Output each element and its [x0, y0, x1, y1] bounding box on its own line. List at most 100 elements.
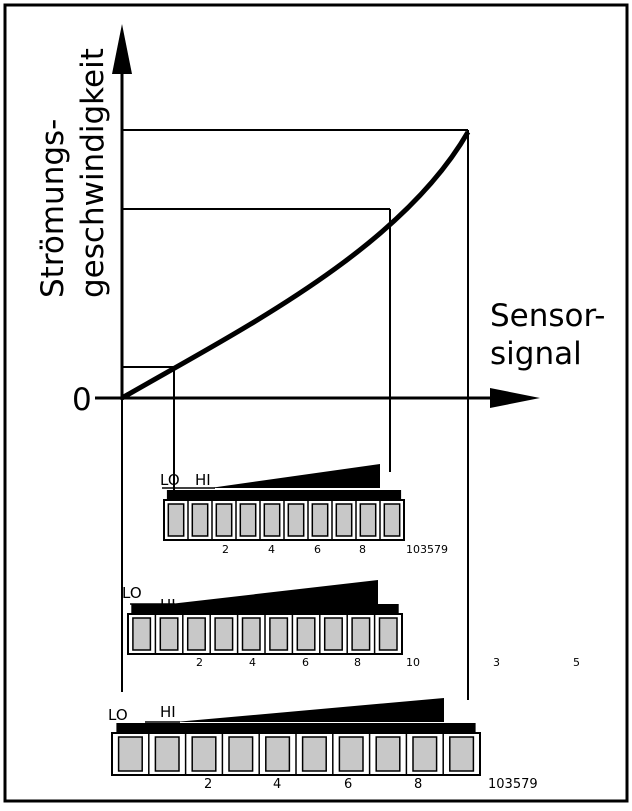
frame	[3, 3, 629, 803]
switch1-top-bar	[168, 490, 398, 499]
switch3-position-1	[117, 736, 143, 772]
switch1-wedge	[210, 464, 380, 488]
switch3-position-9	[412, 736, 438, 772]
y-label-line1: Strömungs-	[35, 119, 71, 298]
switch1-position-9	[359, 503, 377, 537]
origin-label: 0	[72, 382, 92, 418]
switch2-tab-6	[268, 604, 290, 613]
switch1-tab-7	[310, 490, 330, 499]
switch2-position-8	[323, 617, 343, 651]
switch1-position-10	[383, 503, 401, 537]
switch1-position-3	[215, 503, 233, 537]
switch3-hi-label: HI	[160, 703, 176, 721]
switch1-lo-label: LO	[160, 471, 180, 489]
switch3-tab-2	[153, 723, 182, 732]
switch3-tab-4	[226, 723, 255, 732]
y-axis-arrow	[112, 24, 132, 74]
switch2-position-5	[241, 617, 261, 651]
switch2-num-4: 4	[249, 656, 256, 669]
switch3-position-10	[449, 736, 475, 772]
switch3-num-6: 6	[344, 777, 352, 792]
switch3-position-3	[191, 736, 217, 772]
dip-switch-3: LO HI 2 4 6 8 103579	[108, 698, 538, 792]
switch3-lo-label: LO	[108, 706, 128, 724]
switch3-tab-3	[190, 723, 218, 732]
switch2-tab-10	[377, 604, 399, 613]
switch1-tab-9	[358, 490, 378, 499]
switch1-position-1	[167, 503, 185, 537]
switch1-position-5	[263, 503, 281, 537]
switch1-position-6	[287, 503, 305, 537]
x-axis-arrow	[490, 388, 540, 408]
switch1-num-4: 4	[268, 543, 275, 556]
switch1-tab-5	[262, 490, 282, 499]
switch1-position-2	[191, 503, 209, 537]
switch3-num-2: 2	[204, 777, 212, 792]
switch1-position-7	[311, 503, 329, 537]
x-label-line1: Sensor-	[490, 298, 605, 334]
switch3-position-7	[338, 736, 364, 772]
switch1-tab-10	[382, 490, 402, 499]
switch1-position-4	[239, 503, 257, 537]
switch2-position-3	[186, 617, 206, 651]
switch3-wedge	[175, 698, 444, 722]
x-label-line2: signal	[490, 336, 582, 372]
switch3-position-8	[375, 736, 401, 772]
switch2-tab-1	[131, 604, 153, 613]
switch1-tab-6	[286, 490, 306, 499]
switch1-tab-1	[166, 490, 186, 499]
switch1-position-8	[335, 503, 353, 537]
switch1-num-8: 8	[359, 543, 366, 556]
characteristic-curve	[120, 130, 471, 401]
switch3-tab-10	[447, 723, 476, 732]
switch1-tab-8	[334, 490, 354, 499]
switch2-tab-9	[350, 604, 372, 613]
switch1-tab-3	[214, 490, 234, 499]
switch3-tab-9	[410, 723, 439, 732]
switch3-position-5	[265, 736, 291, 772]
switch2-position-10	[378, 617, 398, 651]
switch2-lo-label: LO	[122, 584, 142, 602]
switch2-position-6	[269, 617, 289, 651]
switch3-code: 103579	[488, 777, 538, 792]
switch3-position-2	[154, 736, 180, 772]
switch2-tab-5	[240, 604, 262, 613]
switch2-tab-8	[323, 604, 344, 613]
switch2-extra-10: 10	[406, 656, 420, 669]
switch2-position-4	[214, 617, 234, 651]
switch1-hi-label: HI	[195, 471, 211, 489]
switch2-position-1	[132, 617, 152, 651]
switch2-extra-3: 3	[493, 656, 500, 669]
switch3-tab-7	[337, 723, 366, 732]
dip-switch-1: LO HI 2 4 6 8 103579	[160, 464, 448, 556]
switch2-tab-4	[213, 604, 235, 613]
switch1-tab-2	[190, 490, 210, 499]
switch1-num-2: 2	[222, 543, 229, 556]
switch1-num-6: 6	[314, 543, 321, 556]
switch3-tab-1	[116, 723, 145, 732]
switch2-num-2: 2	[196, 656, 203, 669]
switch3-position-6	[301, 736, 327, 772]
switch2-num-8: 8	[354, 656, 361, 669]
switch1-code: 103579	[406, 543, 448, 556]
switch2-position-9	[351, 617, 371, 651]
switch3-num-8: 8	[414, 777, 422, 792]
y-label-line2: geschwindigkeit	[75, 48, 111, 298]
switch3-tab-8	[374, 723, 402, 732]
switch2-top-bar	[134, 604, 392, 613]
switch2-wedge	[170, 580, 378, 604]
switch3-num-4: 4	[273, 777, 281, 792]
switch3-tab-6	[300, 723, 329, 732]
switch3-tab-5	[263, 723, 292, 732]
switch2-extra-5: 5	[573, 656, 580, 669]
switch2-tab-3	[186, 604, 207, 613]
switch2-tab-7	[295, 604, 317, 613]
switch2-position-7	[296, 617, 316, 651]
switch1-tab-4	[238, 490, 258, 499]
switch2-position-2	[159, 617, 179, 651]
switch3-top-bar	[118, 723, 470, 732]
dip-switch-2: LO HI 2 4 6 8 10 3 5	[122, 580, 580, 669]
switch2-tab-2	[158, 604, 180, 613]
